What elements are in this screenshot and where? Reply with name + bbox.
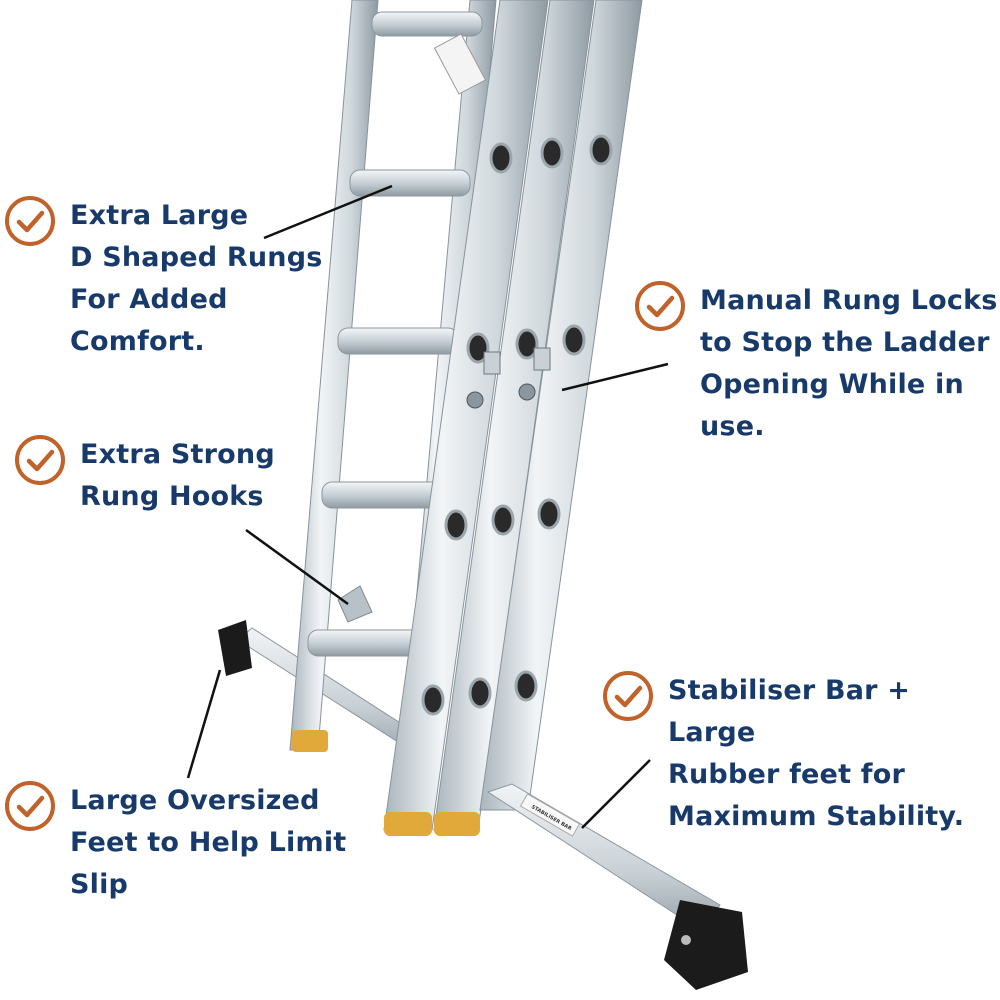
- rear-stabiliser-bar: [218, 620, 431, 757]
- rear-rubber-foot: [218, 620, 252, 676]
- rung: [371, 11, 483, 37]
- rear-foot: [292, 730, 328, 752]
- callout-stabiliser-bar: Stabiliser Bar + Large Rubber feet for M…: [602, 670, 1000, 838]
- check-circle-icon: [5, 196, 55, 246]
- front-foot: [434, 812, 480, 836]
- callout-rung-locks: Manual Rung Locks to Stop the Ladder Ope…: [634, 280, 998, 448]
- stabiliser-label: [519, 793, 581, 837]
- callout-text: Stabiliser Bar + Large Rubber feet for M…: [668, 675, 965, 832]
- check-circle-icon: [15, 435, 65, 485]
- warning-label: [433, 33, 487, 95]
- leader-lines: [186, 184, 669, 829]
- rung-hook: [337, 585, 373, 623]
- leader-line-hooks: [245, 528, 349, 606]
- front-ladder-sections: [383, 0, 643, 836]
- check-circle-icon: [635, 281, 685, 331]
- check-circle-icon: [603, 671, 653, 721]
- rung: [337, 327, 459, 355]
- leader-line-stabiliser: [581, 759, 651, 829]
- rung: [321, 481, 443, 509]
- check-circle-icon: [5, 781, 55, 831]
- leader-line-feet: [186, 669, 222, 779]
- callout-text: Large Oversized Feet to Help Limit Slip: [70, 785, 347, 900]
- front-stabiliser-bar: STABILISER BAR: [486, 783, 748, 990]
- callout-oversized-feet: Large Oversized Feet to Help Limit Slip: [4, 780, 346, 906]
- callout-rung-hooks: Extra Strong Rung Hooks: [14, 434, 275, 518]
- front-rubber-foot: [664, 900, 748, 990]
- leader-line-locks: [561, 362, 669, 392]
- leader-line-rungs: [263, 184, 393, 240]
- callout-text: Extra Strong Rung Hooks: [80, 439, 275, 512]
- front-foot: [384, 812, 432, 836]
- callout-text: Manual Rung Locks to Stop the Ladder Ope…: [700, 285, 998, 442]
- rung-locks: [466, 347, 551, 409]
- rung: [349, 169, 471, 197]
- callout-text: Extra Large D Shaped Rungs For Added Com…: [70, 200, 323, 357]
- callout-d-shaped-rungs: Extra Large D Shaped Rungs For Added Com…: [4, 195, 323, 363]
